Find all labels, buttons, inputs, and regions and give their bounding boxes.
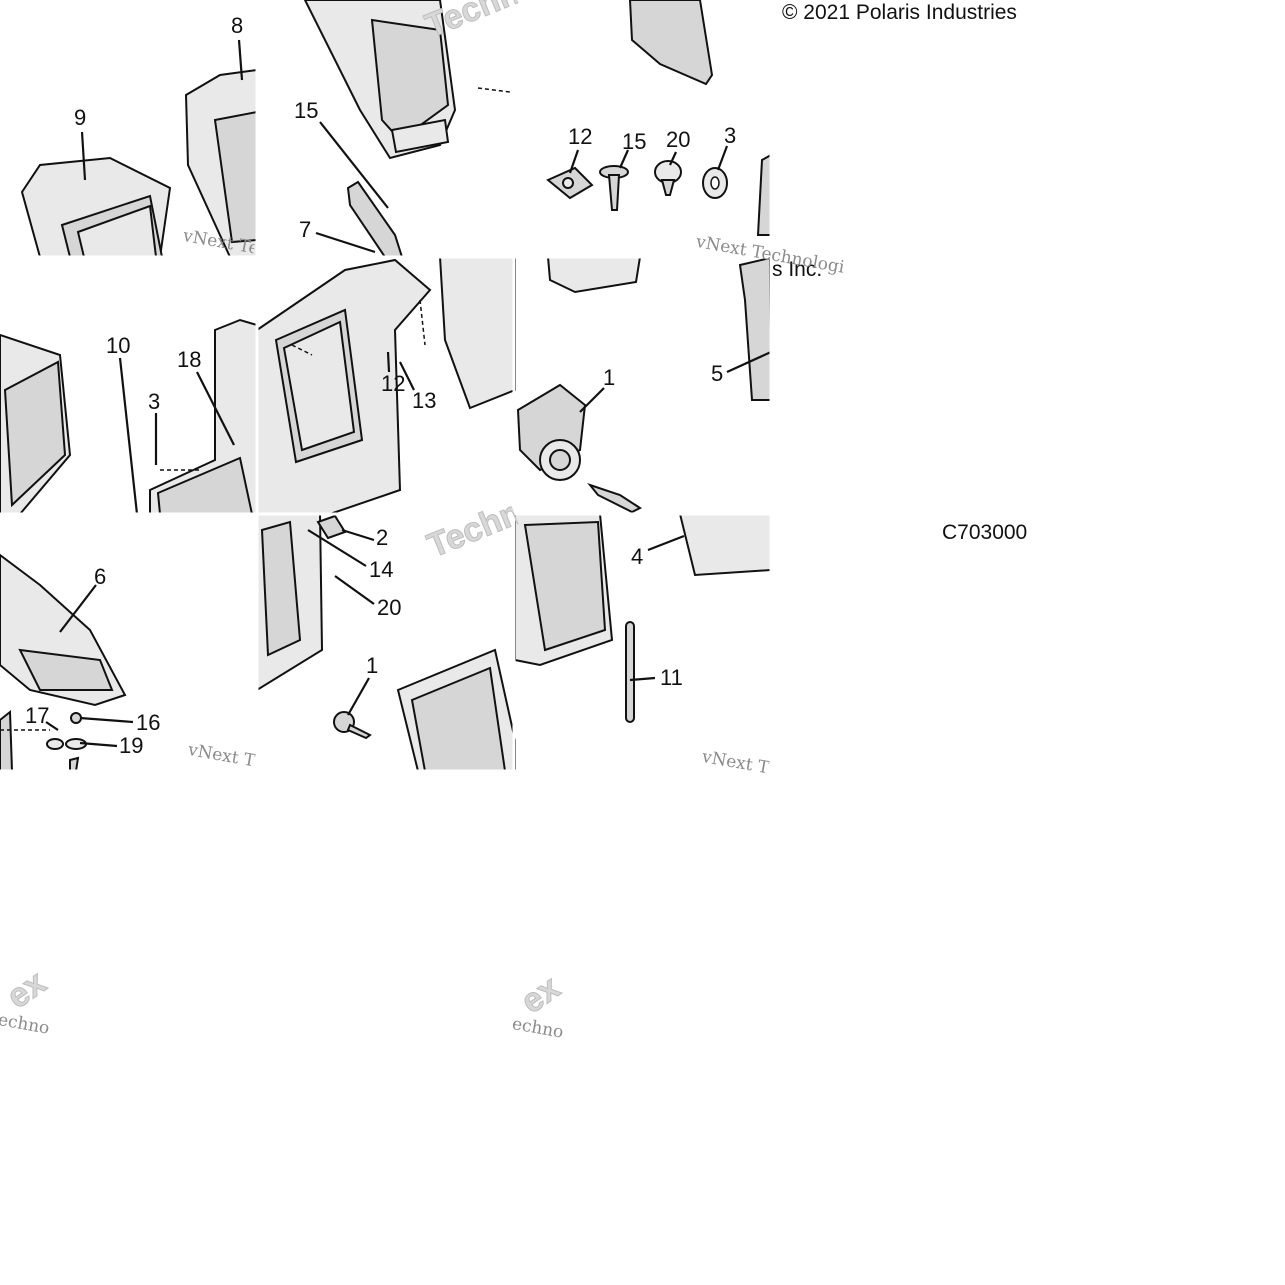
bin-interior-left [0, 333, 72, 515]
callout-4: 4 [631, 544, 644, 569]
callout-5: 5 [711, 361, 724, 386]
lid-frame-right [149, 318, 258, 515]
callout-1: 1 [366, 653, 379, 678]
callout-10: 10 [106, 333, 131, 358]
cover-part-8 [184, 68, 258, 258]
callout-1: 1 [603, 365, 616, 390]
callout-17: 17 [25, 703, 50, 728]
callout-20: 20 [377, 595, 402, 620]
callout-13: 13 [412, 388, 437, 413]
lid-part-lower [396, 648, 516, 772]
copyright-text: © 2021 Polaris Industries [782, 1, 1017, 24]
upper-right-lid [546, 256, 773, 401]
callout-6: 6 [94, 564, 107, 589]
lid-part-4 [514, 513, 772, 667]
callout-11: 11 [660, 665, 683, 690]
side-bracket-edge [756, 153, 772, 236]
upper-panel [303, 0, 457, 160]
callout-8: 8 [231, 13, 244, 38]
bin-part-9 [20, 156, 172, 258]
callout-15: 15 [294, 98, 319, 123]
lock-assembly-1 [516, 383, 643, 514]
leader-lines [0, 39, 772, 748]
callout-12: 12 [568, 124, 593, 149]
callout-3: 3 [148, 389, 161, 414]
callout-19: 19 [119, 733, 144, 758]
callout-15: 15 [622, 129, 647, 154]
upper-bracket [628, 0, 714, 86]
callout-12: 12 [381, 371, 406, 396]
hardware-pushpin-20 [654, 160, 682, 196]
callout-16: 16 [136, 710, 161, 735]
callout-18: 18 [177, 347, 202, 372]
seal-strip-11 [625, 621, 635, 723]
callout-9: 9 [74, 105, 87, 130]
hardware-washer-3 [702, 167, 728, 199]
latch-plate-2 [316, 514, 347, 540]
hardware-clip-12 [546, 166, 594, 200]
tile-seams [0, 0, 1028, 773]
callout-20: 20 [666, 127, 691, 152]
hardware-screw-15 [599, 165, 629, 211]
copyright-suffix: s Inc. [772, 258, 823, 281]
figure-code: C703000 [942, 521, 1028, 544]
callout-2: 2 [376, 525, 389, 550]
callout-7: 7 [299, 217, 312, 242]
callout-14: 14 [369, 557, 394, 582]
lock-assembly-small-1 [333, 711, 372, 740]
lower-console-panel [256, 513, 324, 692]
callout-3: 3 [724, 123, 737, 148]
main-console-panel [256, 256, 516, 515]
